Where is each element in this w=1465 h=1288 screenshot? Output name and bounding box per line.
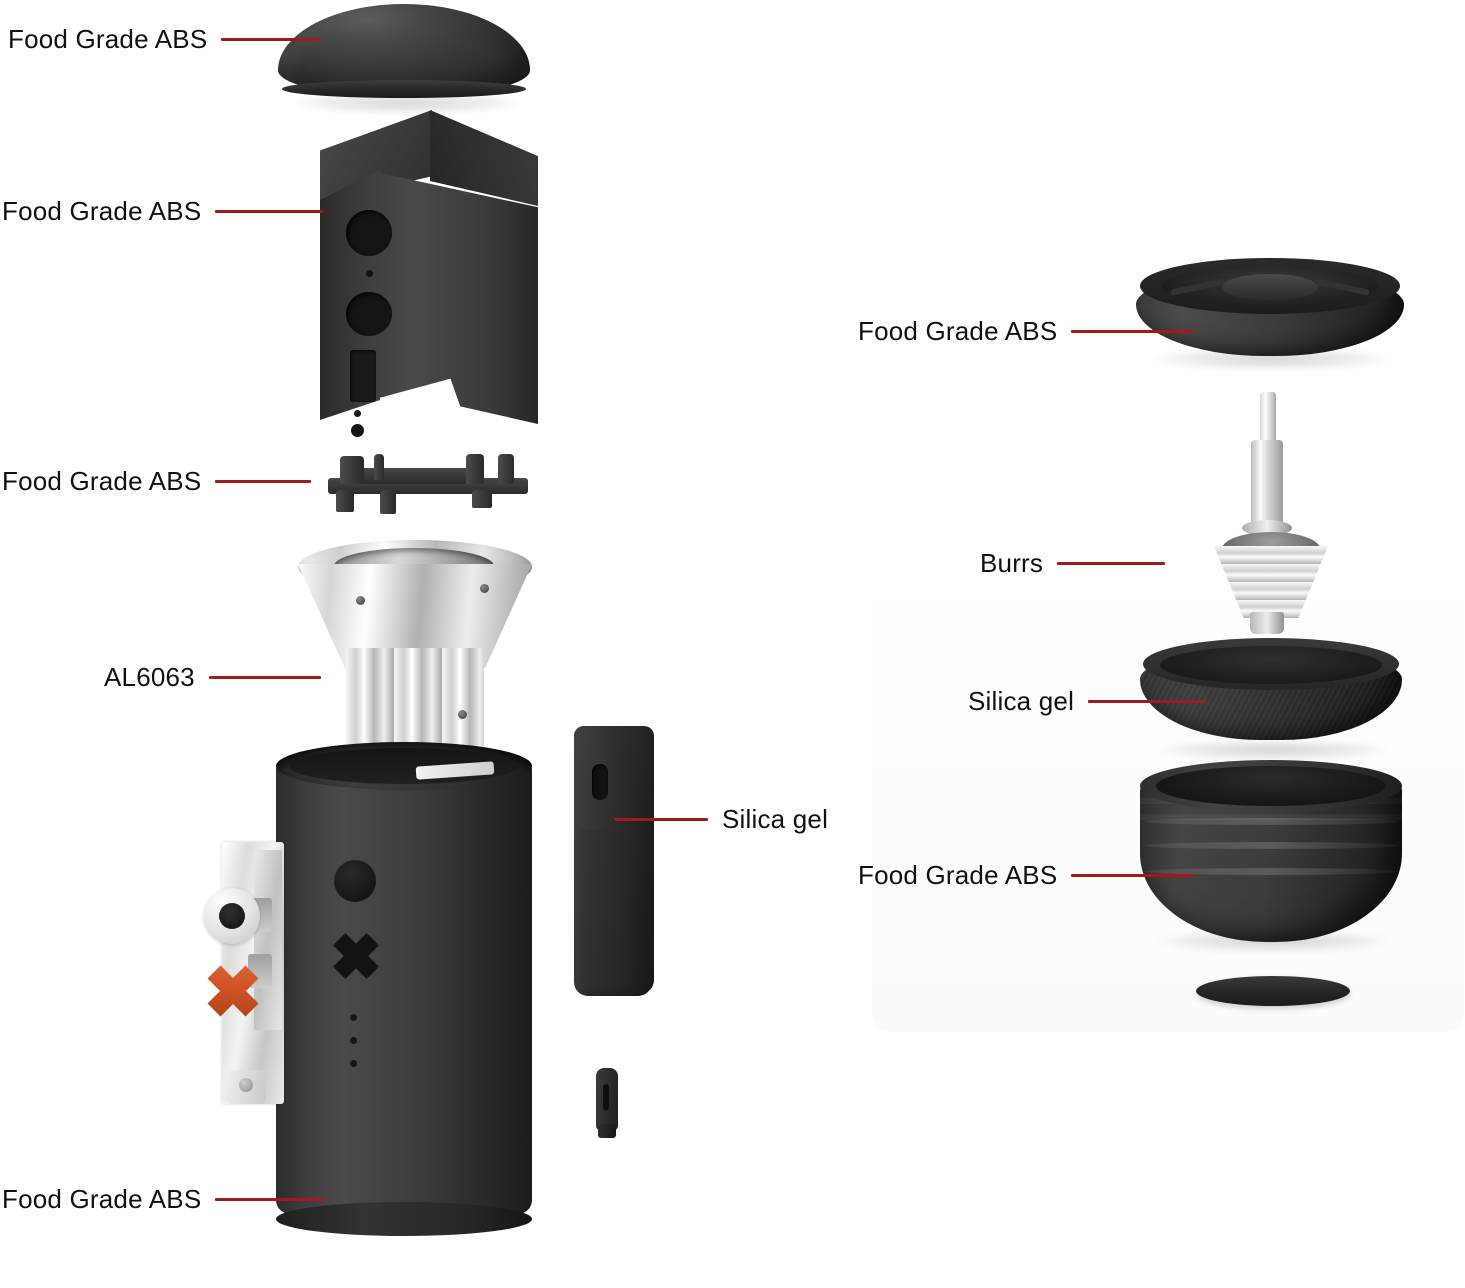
label-lid-ring: Food Grade ABS: [858, 316, 1058, 346]
label-silica-ring: Silica gel: [968, 686, 1075, 716]
abs-bowl-ridge-2: [1144, 842, 1398, 849]
leader-line-main-body: [215, 1197, 326, 1201]
abs-bowl-ridge-1: [1144, 818, 1398, 825]
label-burrs: Burrs: [980, 548, 1044, 578]
plug-tail: [598, 1124, 616, 1138]
silica-ring-shadow: [1158, 740, 1388, 760]
part-base-pad: [1196, 976, 1350, 1006]
callout-silica-strip: Silica gel: [614, 806, 828, 832]
housing-pinhole: [366, 270, 373, 277]
dome-cap-rim: [282, 80, 526, 98]
housing-aperture-upper: [346, 210, 392, 256]
abs-bowl-interior: [1156, 766, 1386, 806]
bracket-bearing: [204, 888, 260, 944]
callout-burrs: Burrs: [980, 548, 1166, 578]
bracket-plate-secondary: [254, 850, 282, 1030]
main-body-indicator-dots: [350, 1014, 357, 1083]
part-peaked-housing: [320, 110, 538, 437]
leader-line-lid-ring: [1071, 329, 1194, 333]
indicator-dot-2: [350, 1037, 357, 1044]
alcore-barrel: [346, 648, 484, 761]
leader-line-burrs: [1057, 561, 1166, 565]
leader-line-silica-ring: [1088, 699, 1207, 703]
indicator-dot-1: [350, 1014, 357, 1021]
burr-bottom-tip: [1250, 612, 1284, 634]
bracket-foot: [226, 1070, 266, 1104]
main-body-tube: [276, 764, 532, 1214]
part-spider-bracket: [322, 452, 532, 514]
spider-leg-3: [472, 490, 492, 508]
burr-shaft: [1251, 440, 1283, 530]
housing-mini-hole-2: [351, 424, 364, 437]
label-silica-strip: Silica gel: [722, 804, 829, 834]
leader-line-silica-strip: [614, 817, 708, 821]
callout-main-body: Food Grade ABS: [2, 1184, 326, 1214]
main-body-base: [276, 1202, 532, 1236]
callout-aluminium-core: AL6063: [104, 664, 321, 690]
housing-mini-hole-1: [354, 410, 361, 417]
spider-post-1: [340, 456, 364, 484]
spider-post-3: [466, 454, 484, 484]
housing-aperture-lower: [346, 292, 392, 336]
lid-ring-hub: [1222, 274, 1318, 300]
silica-strip-lip: [632, 726, 654, 994]
part-lid-ring: [1136, 258, 1404, 370]
part-main-cylinder-body: [276, 742, 532, 1236]
label-abs-bowl: Food Grade ABS: [858, 860, 1058, 890]
spider-post-4: [498, 454, 514, 484]
spider-leg-2: [380, 490, 396, 514]
burr-shaft-tip: [1260, 392, 1276, 450]
label-top-cap: Food Grade ABS: [8, 24, 208, 54]
part-silica-side-strip: [574, 726, 660, 996]
silica-strip-port: [592, 764, 608, 800]
spider-post-2: [374, 454, 384, 480]
silica-ring-recess: [1160, 646, 1382, 684]
alcore-screw-hole-1: [356, 596, 365, 605]
burr-cone: [1214, 546, 1328, 618]
leader-line-spider-bracket: [215, 479, 312, 483]
label-spider-bracket: Food Grade ABS: [2, 466, 202, 496]
leader-line-aluminium-core: [208, 675, 321, 679]
main-body-round-port: [334, 860, 376, 902]
part-burr-assembly: [1204, 392, 1336, 636]
abs-bowl-ridge-3: [1144, 868, 1398, 875]
spider-leg-1: [336, 490, 354, 512]
plug-slot: [603, 1084, 609, 1110]
callout-spider-bracket: Food Grade ABS: [2, 466, 312, 496]
lid-ring-shadow: [1152, 348, 1390, 370]
callout-silica-ring: Silica gel: [968, 686, 1207, 716]
alcore-screw-hole-3: [458, 710, 467, 719]
part-aluminium-core: [290, 540, 540, 762]
part-small-plug: [596, 1068, 622, 1140]
callout-housing: Food Grade ABS: [2, 196, 324, 226]
leader-line-top-cap: [221, 37, 322, 41]
callout-lid-ring: Food Grade ABS: [858, 316, 1194, 346]
part-metal-crank-bracket: [204, 842, 300, 1104]
housing-rect-slot: [350, 350, 376, 402]
abs-bowl-shadow: [1158, 930, 1388, 952]
label-housing: Food Grade ABS: [2, 196, 202, 226]
part-abs-bowl: [1140, 760, 1402, 942]
label-aluminium-core: AL6063: [104, 662, 195, 692]
callout-top-cap: Food Grade ABS: [8, 24, 322, 54]
housing-body-main: [376, 172, 538, 424]
alcore-screw-hole-2: [480, 584, 489, 593]
label-main-body: Food Grade ABS: [2, 1184, 202, 1214]
callout-abs-bowl: Food Grade ABS: [858, 860, 1194, 890]
dome-cap-shadow: [292, 92, 522, 114]
leader-line-abs-bowl: [1071, 873, 1194, 877]
part-silica-ring: [1140, 638, 1402, 748]
leader-line-housing: [215, 209, 324, 213]
indicator-dot-3: [350, 1060, 357, 1067]
